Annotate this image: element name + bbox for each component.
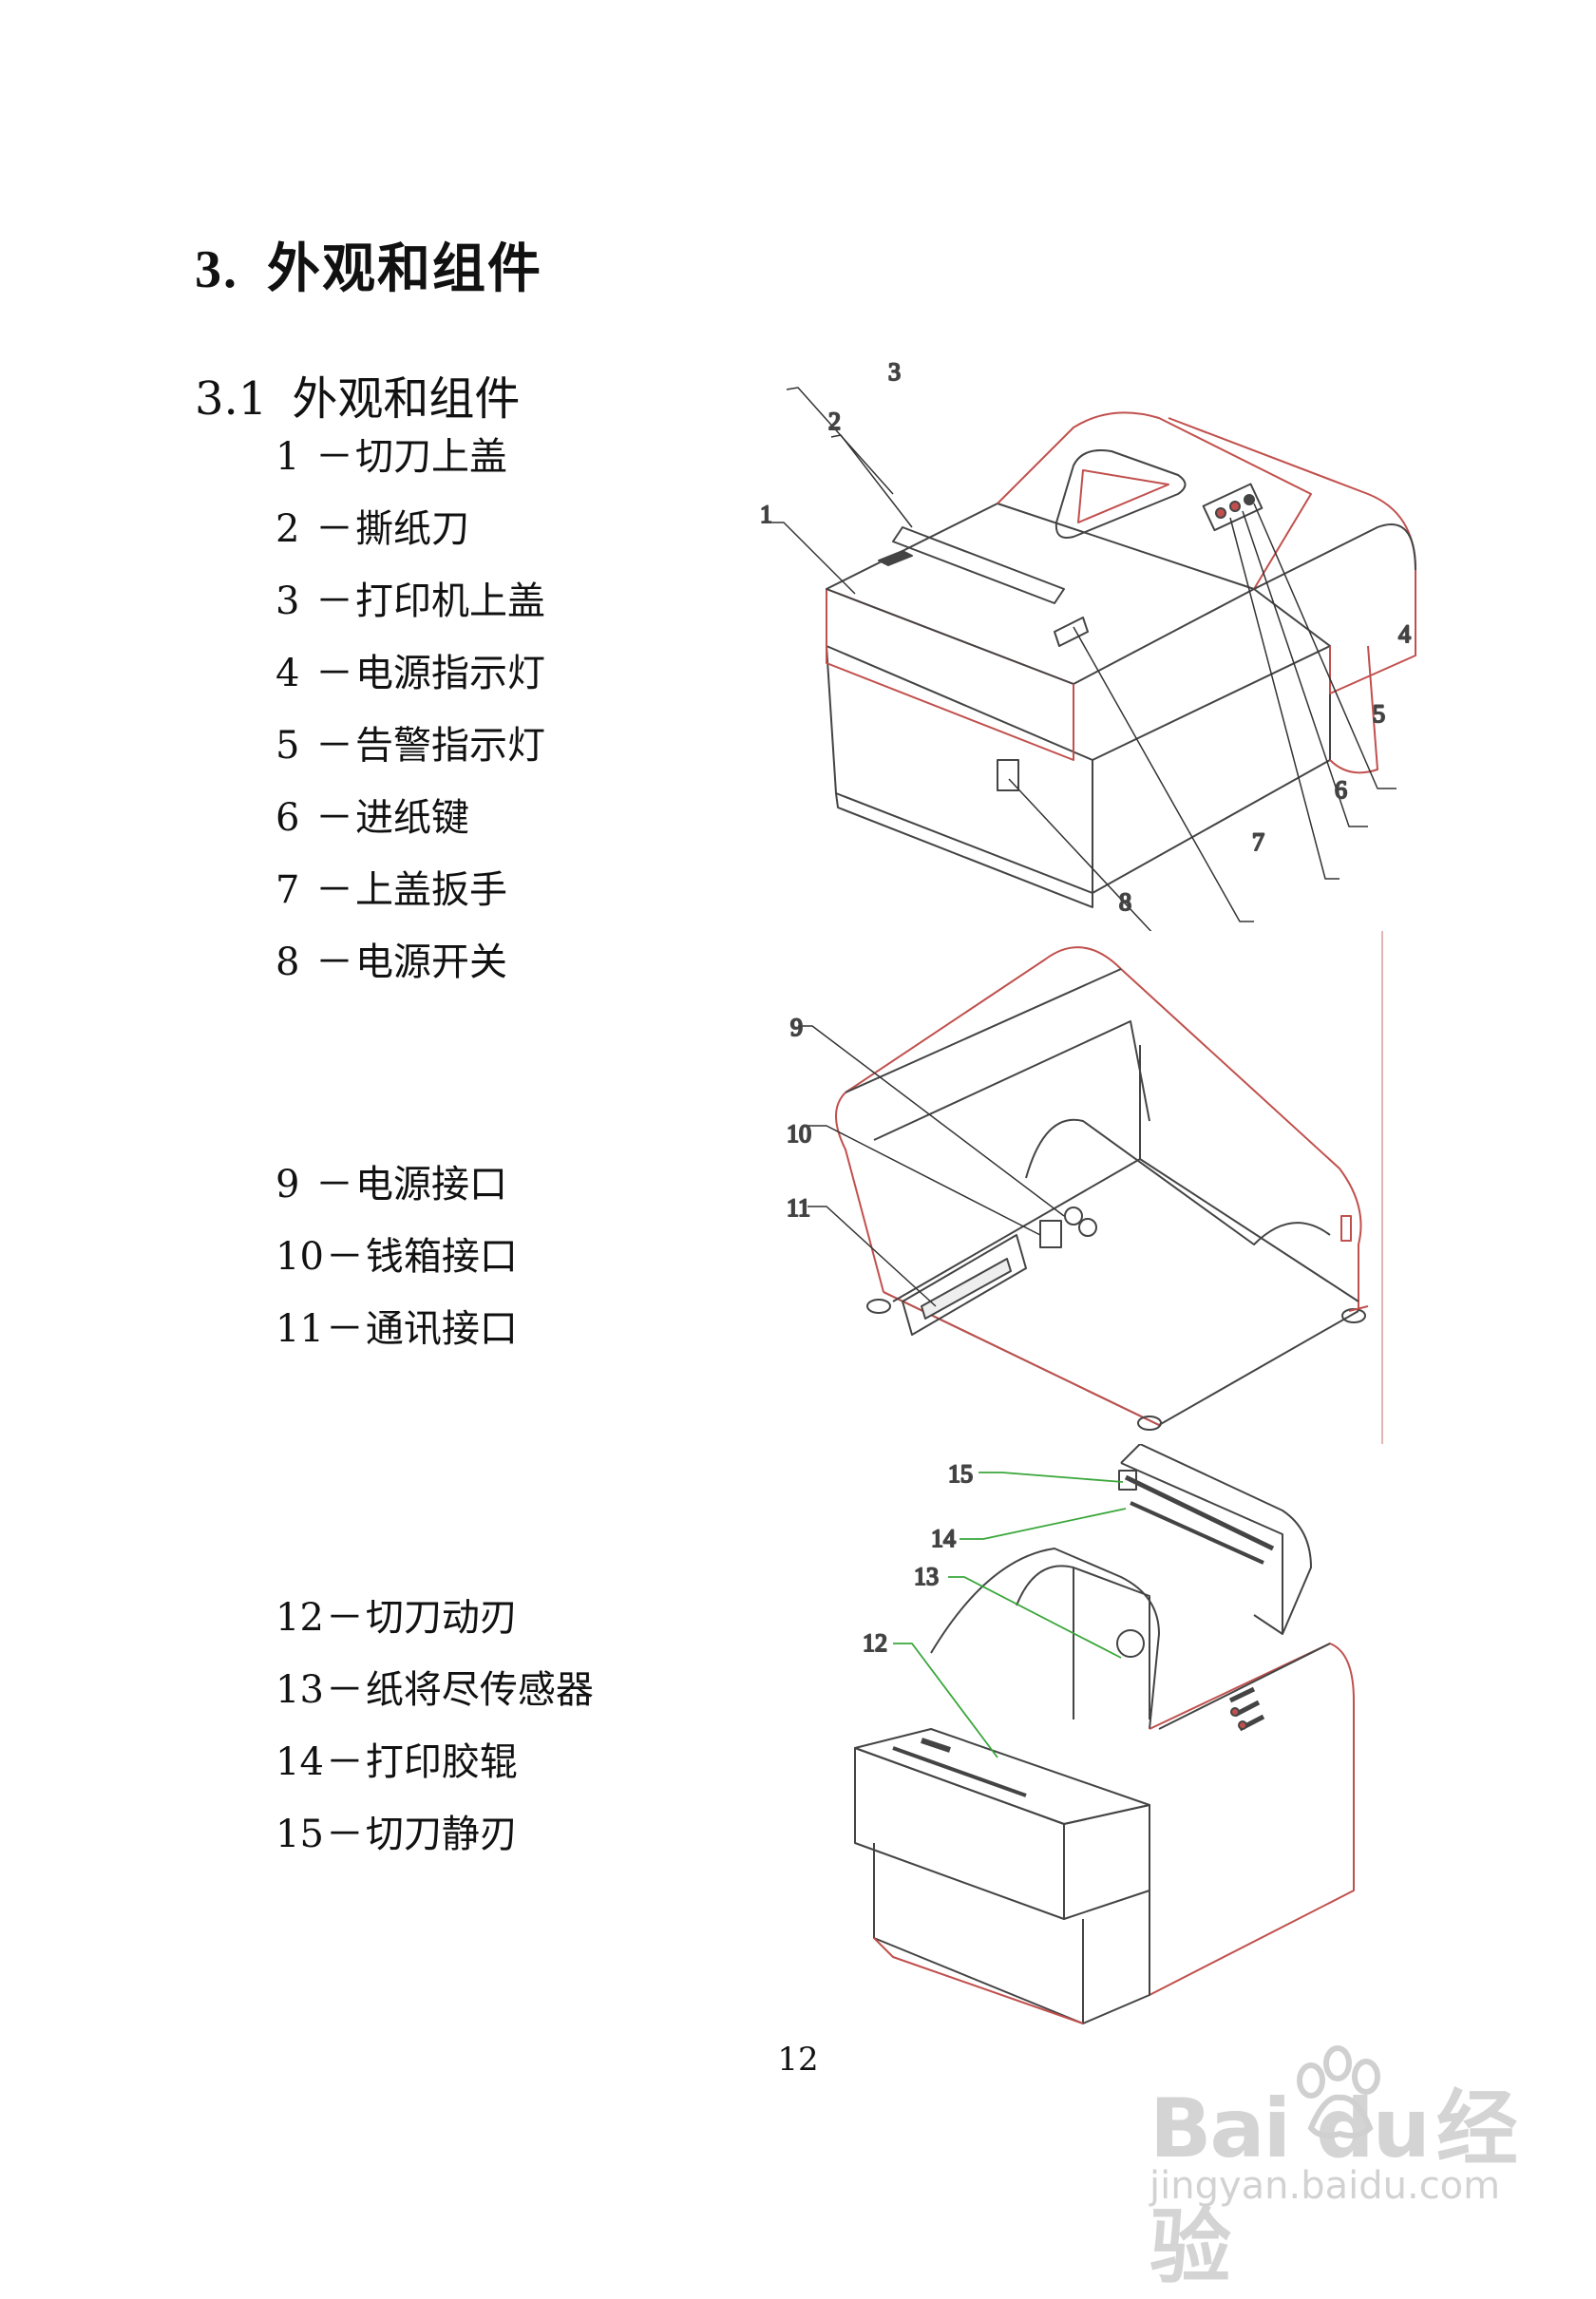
cover-lever xyxy=(1054,617,1089,647)
platen-roller xyxy=(1130,1501,1264,1565)
section-title: 外观和组件 xyxy=(292,372,521,426)
chapter-heading: 3. 外观和组件 xyxy=(195,226,542,303)
tear-bar xyxy=(892,526,1065,604)
list-item: 5－告警指示灯 xyxy=(276,724,545,768)
cutter-top xyxy=(854,1728,1150,1825)
rubber-foot xyxy=(1137,1416,1162,1431)
callout-15: 15 xyxy=(948,1460,973,1488)
callout-14: 14 xyxy=(931,1525,956,1552)
list-item: 9－电源接口 xyxy=(276,1163,507,1206)
list-item: 14－打印胶辊 xyxy=(276,1740,518,1784)
error-led-icon xyxy=(1229,501,1241,512)
callout-10: 10 xyxy=(787,1120,811,1148)
list-item: 11－通讯接口 xyxy=(276,1307,518,1351)
top-cover-window xyxy=(1054,449,1187,539)
callout-11: 11 xyxy=(787,1194,810,1222)
list-item: 4－电源指示灯 xyxy=(276,652,545,695)
open-lid xyxy=(1120,1444,1312,1635)
base-bottom-edge xyxy=(883,1291,1359,1426)
section-number: 3.1 xyxy=(195,372,268,426)
cutter-moving-blade xyxy=(892,1746,1027,1797)
paper-sensor xyxy=(1116,1629,1145,1658)
list-item: 1－切刀上盖 xyxy=(276,435,507,479)
callout-5: 5 xyxy=(1373,700,1385,728)
paw-icon xyxy=(1297,2045,1380,2138)
rubber-foot xyxy=(866,1299,891,1314)
printer-front-view-figure: 3 2 1 4 5 6 7 8 xyxy=(760,361,1434,931)
list-item: 8－电源开关 xyxy=(276,940,507,984)
paper-chamber xyxy=(930,1548,1160,1730)
list-item: 15－切刀静刃 xyxy=(276,1813,518,1856)
list-item: 13－纸将尽传感器 xyxy=(276,1668,594,1712)
callout-2: 2 xyxy=(828,408,841,435)
section-heading: 3.1 外观和组件 xyxy=(195,361,520,428)
baidu-jingyan-watermark: Bai du经验 jingyan.baidu.com xyxy=(1130,2042,1568,2295)
page-number: 12 xyxy=(777,2041,819,2079)
feed-button-icon xyxy=(1244,494,1255,505)
callout-3: 3 xyxy=(888,361,901,386)
component-list-front: 1－切刀上盖 2－撕纸刀 3－打印机上盖 4－电源指示灯 5－告警指示灯 6－进… xyxy=(276,421,545,998)
callout-6: 6 xyxy=(1335,776,1347,804)
chapter-number: 3. xyxy=(195,240,238,299)
printer-open-view-figure: 15 14 13 12 xyxy=(836,1444,1368,2033)
power-led-icon xyxy=(1215,507,1226,519)
lower-body-side xyxy=(1092,645,1331,894)
list-item: 6－进纸键 xyxy=(276,796,469,840)
callout-8: 8 xyxy=(1119,888,1131,916)
chapter-title: 外观和组件 xyxy=(267,238,542,300)
cutter-fixed-blade xyxy=(1118,1470,1137,1491)
rubber-foot xyxy=(1341,1308,1366,1323)
list-item: 7－上盖扳手 xyxy=(276,868,507,912)
power-port xyxy=(1064,1206,1083,1226)
callout-7: 7 xyxy=(1252,828,1264,856)
printer-rear-view-figure: 9 10 11 xyxy=(760,931,1406,1444)
cutter-cover xyxy=(826,588,1074,761)
watermark-url: jingyan.baidu.com xyxy=(1150,2164,1501,2208)
callout-13: 13 xyxy=(914,1563,939,1590)
callout-4: 4 xyxy=(1398,620,1411,648)
cover-top-front xyxy=(826,503,1255,685)
callout-1: 1 xyxy=(760,501,772,528)
list-item: 12－切刀动刃 xyxy=(276,1596,518,1640)
list-item: 3－打印机上盖 xyxy=(276,580,545,623)
top-cover-outline xyxy=(845,946,1362,1311)
callout-12: 12 xyxy=(863,1629,887,1657)
comm-port xyxy=(902,1234,1027,1336)
callout-9: 9 xyxy=(790,1014,803,1041)
top-cover xyxy=(1168,417,1416,694)
led-panel xyxy=(1202,483,1264,532)
power-switch xyxy=(997,759,1019,791)
list-item: 10－钱箱接口 xyxy=(276,1235,518,1279)
cash-drawer-port xyxy=(1039,1220,1062,1248)
list-item: 2－撕纸刀 xyxy=(276,507,469,551)
component-list-internal: 12－切刀动刃 13－纸将尽传感器 14－打印胶辊 15－切刀静刃 xyxy=(276,1582,594,1871)
component-list-rear: 9－电源接口 10－钱箱接口 11－通讯接口 xyxy=(276,1149,518,1365)
